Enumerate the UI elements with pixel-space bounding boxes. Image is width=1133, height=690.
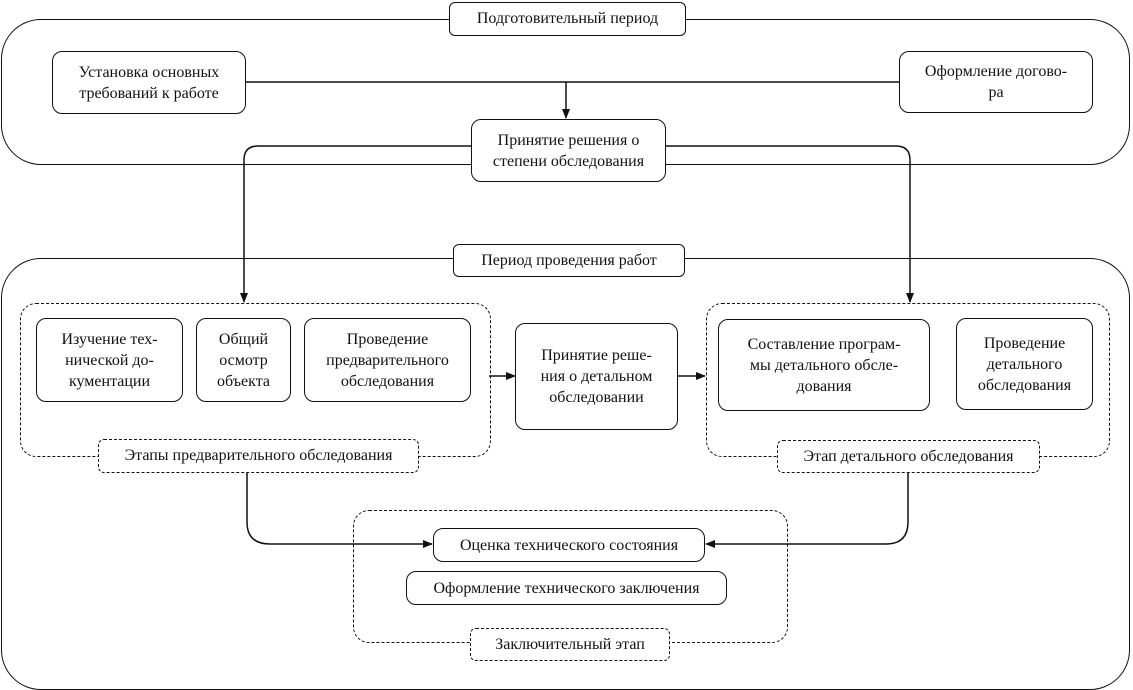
detailed-survey-box: Проведение детального обследования: [956, 318, 1093, 410]
program-box: Составление програм- мы детального обсле…: [718, 319, 930, 411]
detailed-stage-title: Этап детального обследования: [777, 440, 1040, 473]
preliminary-survey-box: Проведение предварительного обследования: [304, 318, 471, 402]
conclusion-box: Оформление технического заключения: [406, 571, 727, 605]
contract-box: Оформление догово- ра: [899, 51, 1093, 113]
requirements-box: Установка основных требований к работе: [52, 51, 246, 114]
final-stage-title: Заключительный этап: [470, 628, 670, 661]
survey-decision-box: Принятие решения о степени обследования: [471, 119, 666, 182]
preliminary-stages-title: Этапы предварительного обследования: [98, 439, 419, 473]
general-inspection-box: Общий осмотр объекта: [196, 318, 291, 402]
work-period-title: Период проведения работ: [453, 244, 685, 277]
preparatory-period-title: Подготовительный период: [449, 2, 686, 36]
detailed-decision-box: Принятие реше- ния о детальном обследова…: [515, 323, 678, 430]
assessment-box: Оценка технического состояния: [433, 528, 705, 562]
study-docs-box: Изучение тех- нической до- кументации: [36, 318, 183, 402]
